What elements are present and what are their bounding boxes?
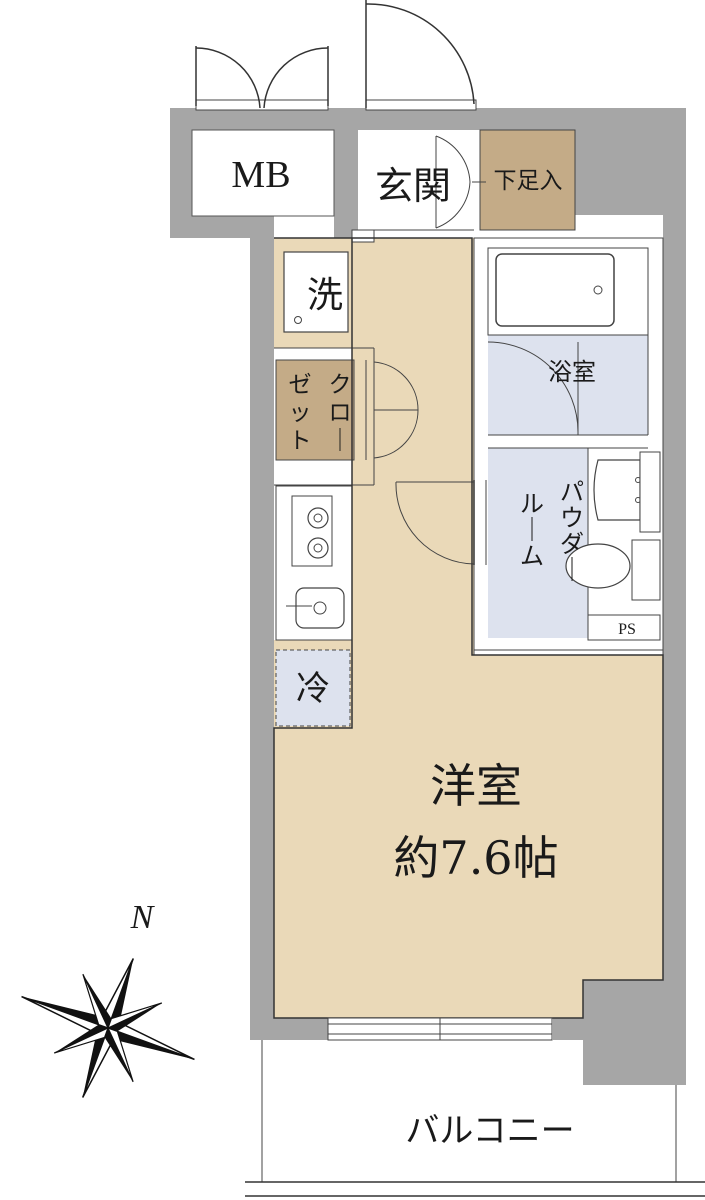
label-washer: 洗 (307, 275, 343, 316)
closet (275, 359, 355, 461)
label-powder-room: パウダ｜ ル｜ム (520, 478, 584, 584)
closet-line-1: クロ｜ (329, 372, 352, 454)
bathtub (495, 253, 615, 327)
label-fridge: 冷 (296, 669, 330, 709)
compass-north-label: N (130, 899, 156, 936)
label-mb: MB (231, 154, 290, 196)
label-ps: PS (618, 621, 636, 638)
label-closet: クロ｜ ゼット (289, 372, 352, 454)
fridge-space (275, 649, 351, 727)
label-balcony: バルコニー (405, 1111, 574, 1151)
label-western-room-size: 約7.6帖 (393, 831, 558, 885)
powder-line-2: ル｜ム (520, 490, 544, 570)
kitchen-counter (275, 485, 353, 641)
ps-shaft (587, 614, 661, 641)
mb-closet (191, 129, 335, 217)
label-bath: 浴室 (548, 358, 596, 386)
label-shoe-storage: 下足入 (494, 168, 563, 194)
shoe-storage (479, 129, 576, 231)
powder-room (488, 448, 588, 638)
label-entrance: 玄関 (375, 164, 451, 208)
powder-line-1: パウダ｜ (560, 478, 584, 584)
label-western-room: 洋室 (430, 759, 522, 813)
bathroom (488, 335, 648, 435)
compass-rose (21, 958, 195, 1098)
walls (170, 108, 686, 1085)
closet-line-2: ゼット (289, 372, 312, 454)
